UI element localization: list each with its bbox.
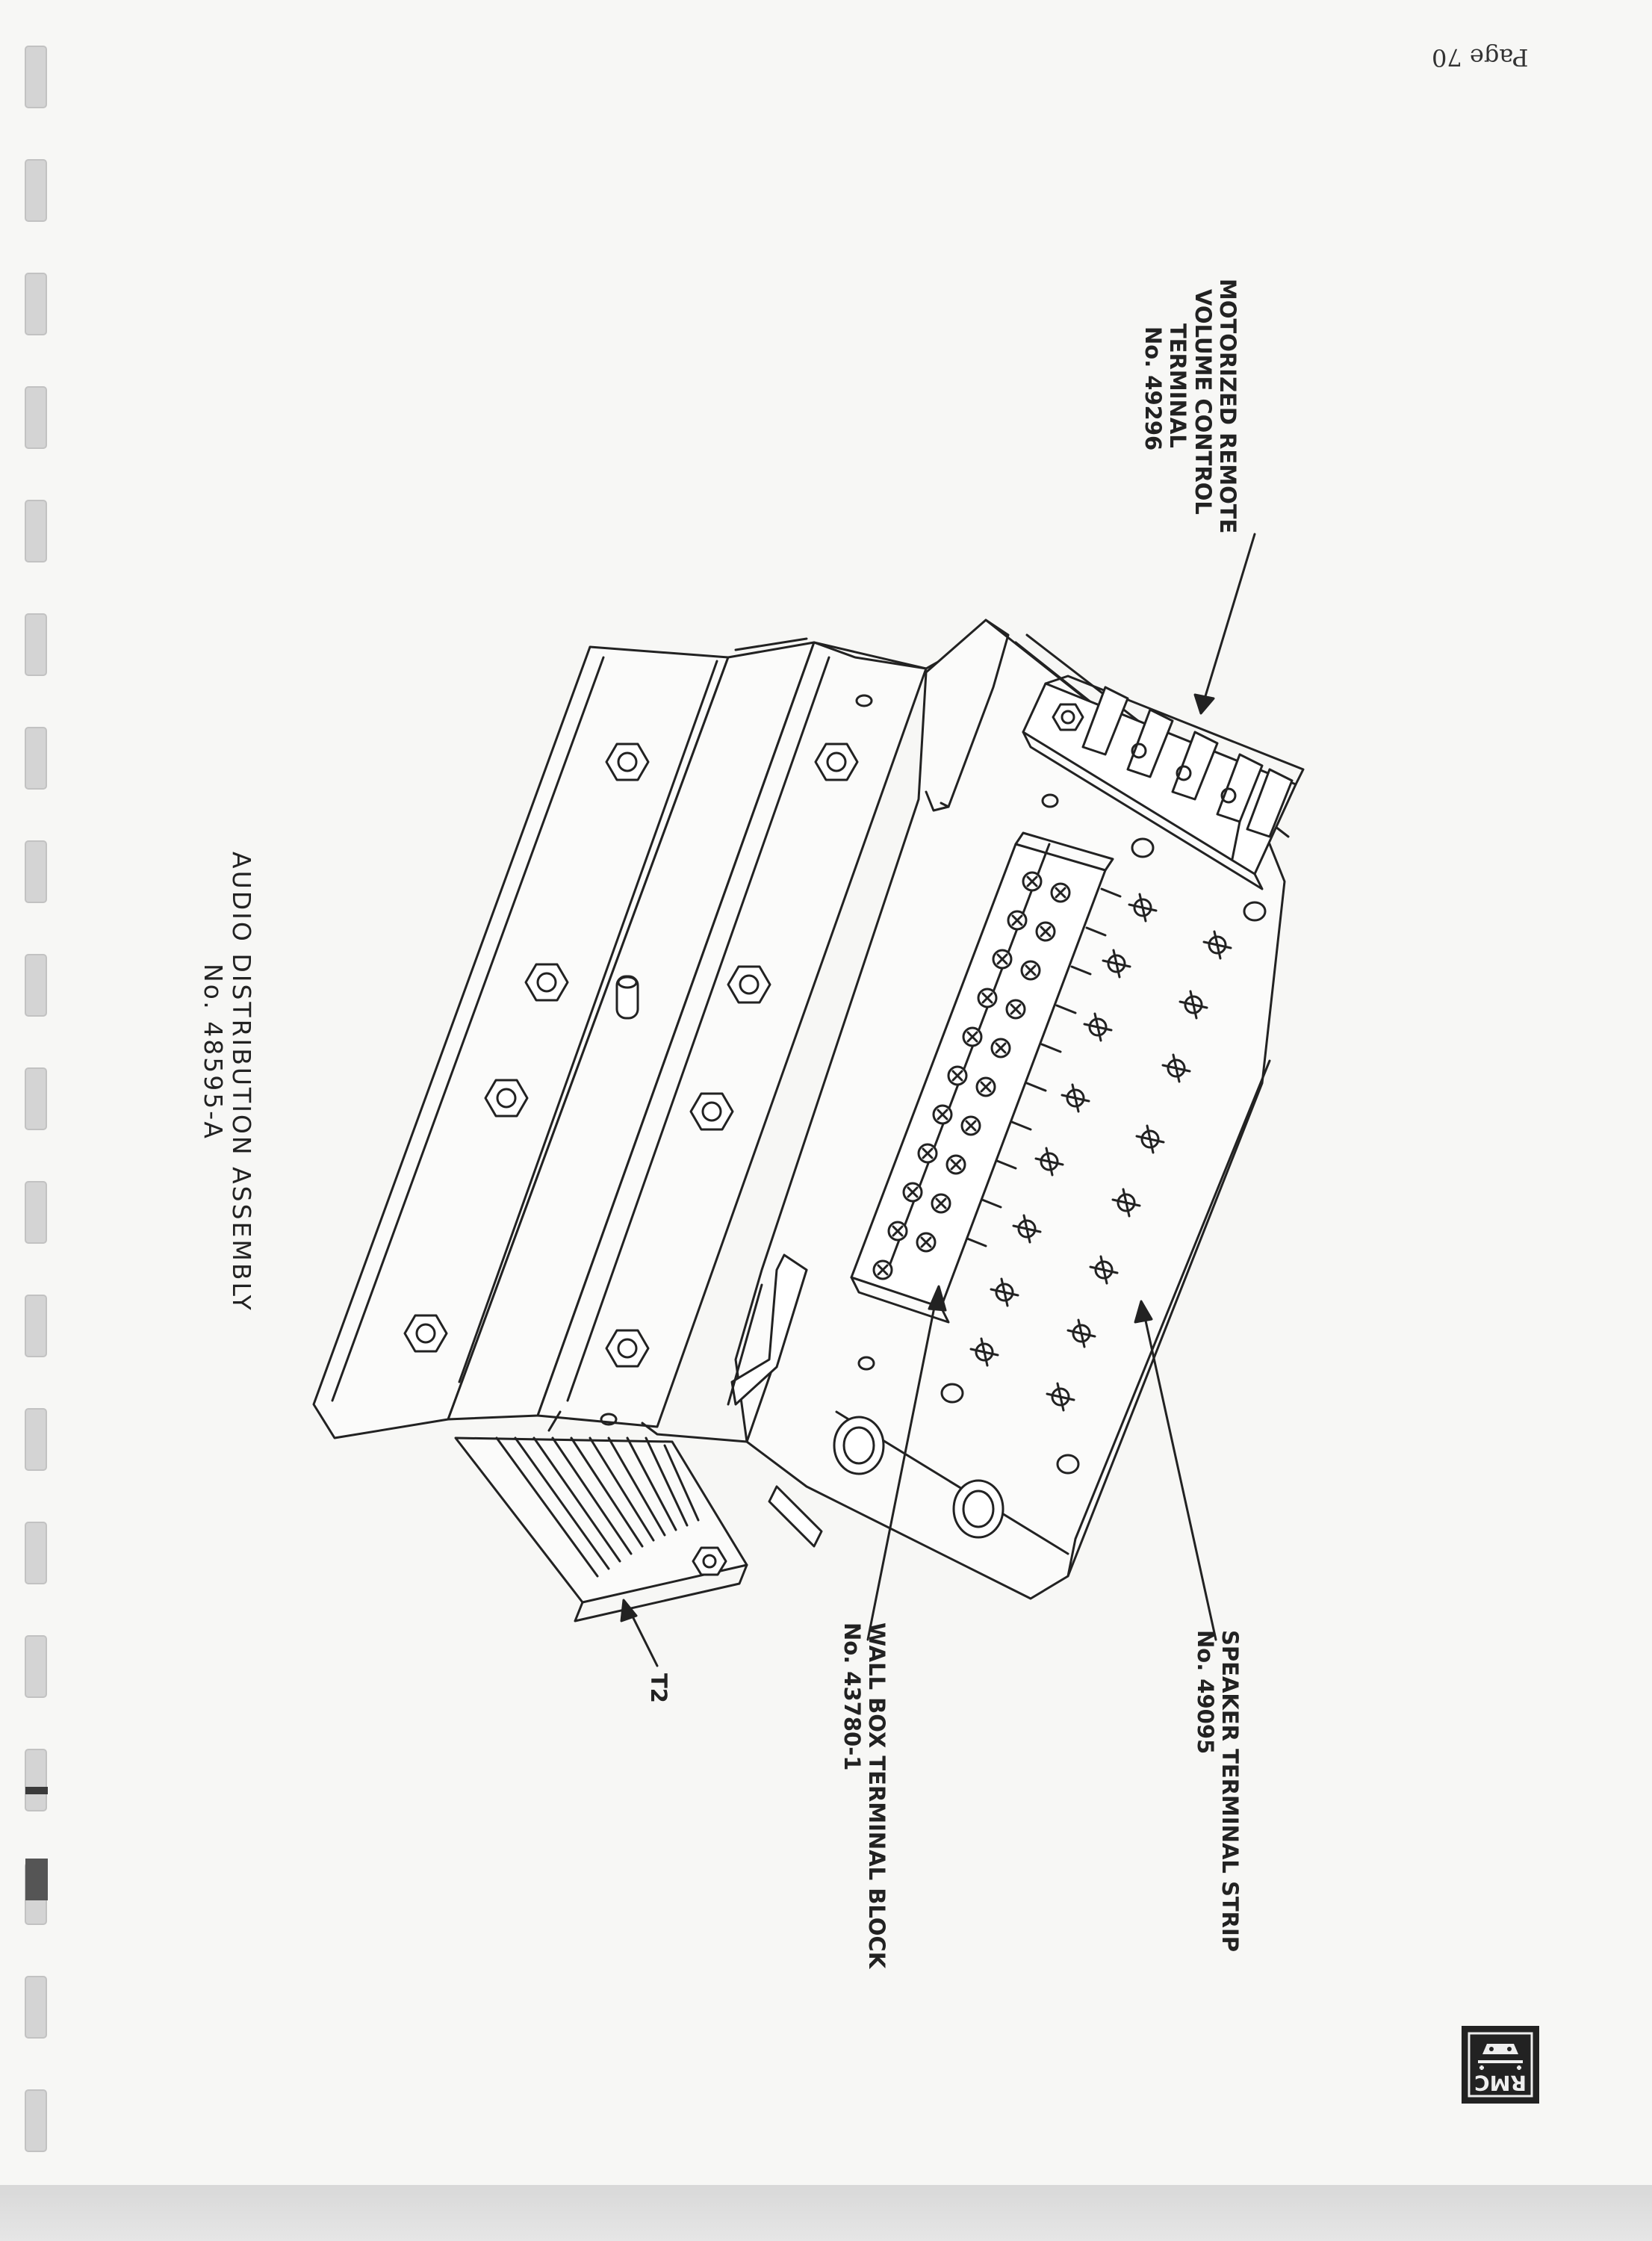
assembly-drawing bbox=[312, 533, 1305, 1667]
label-t2-text: T2 bbox=[646, 1673, 671, 1703]
assembly-number: No. 48595-A bbox=[199, 964, 229, 1141]
leader-volume-control bbox=[1201, 533, 1256, 707]
speaker-terminal-strip-drawing bbox=[969, 893, 1232, 1412]
label-wall-box-terminal-block: WALL BOX TERMINAL BLOCK No. 43780-1 bbox=[839, 1622, 889, 1968]
label-volume-control-line1: MOTORIZED REMOTE bbox=[1215, 279, 1240, 534]
label-volume-control-number: No. 49296 bbox=[1140, 326, 1166, 451]
scanner-bed-edge bbox=[0, 2185, 1652, 2241]
label-t2: T2 bbox=[646, 1673, 671, 1703]
leader-lines bbox=[620, 533, 1256, 1667]
assembly-title: AUDIO DISTRIBUTION ASSEMBLY No. 48595-A bbox=[199, 852, 256, 1312]
manual-page: Page 70 bbox=[0, 0, 1652, 2185]
label-speaker-strip-number: No. 49095 bbox=[1192, 1630, 1218, 1755]
transformer-t2 bbox=[454, 1436, 823, 1622]
label-volume-control-terminal: MOTORIZED REMOTE VOLUME CONTROL TERMINAL… bbox=[1140, 279, 1240, 533]
arrow-speaker-strip bbox=[1134, 1300, 1153, 1324]
label-volume-control-line2: VOLUME CONTROL bbox=[1190, 289, 1216, 515]
assembly-title-text: AUDIO DISTRIBUTION ASSEMBLY bbox=[227, 852, 256, 1312]
label-wall-box-line1: WALL BOX TERMINAL BLOCK bbox=[864, 1622, 889, 1969]
rmc-logo-emblem bbox=[1468, 2032, 1533, 2098]
label-speaker-strip-line1: SPEAKER TERMINAL STRIP bbox=[1217, 1630, 1243, 1953]
leader-speaker-strip bbox=[1141, 1306, 1217, 1641]
arrow-wall-box bbox=[928, 1285, 947, 1312]
rmc-logo-text: RMC bbox=[1474, 2071, 1527, 2095]
label-wall-box-number: No. 43780-1 bbox=[839, 1622, 865, 1771]
label-volume-control-line3: TERMINAL bbox=[1165, 323, 1191, 448]
arrow-volume-control bbox=[1193, 693, 1215, 715]
binder-tabs bbox=[25, 46, 48, 2152]
rmc-logo: RMC bbox=[1462, 2026, 1539, 2104]
volume-control-terminal-drawing bbox=[1022, 675, 1305, 890]
leader-wall-box bbox=[866, 1291, 939, 1641]
label-speaker-terminal-strip: SPEAKER TERMINAL STRIP No. 49095 bbox=[1192, 1630, 1243, 1953]
chassis-channel bbox=[312, 637, 976, 1443]
arrow-t2 bbox=[620, 1599, 638, 1622]
channel-nuts bbox=[403, 694, 873, 1426]
